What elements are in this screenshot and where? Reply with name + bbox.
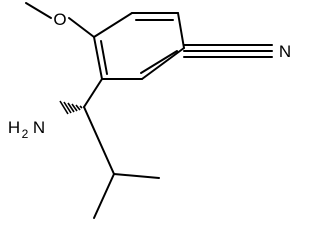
oxygen-atom-label: O <box>53 10 66 29</box>
benzene-ring <box>93 12 185 80</box>
isopropyl-methyl-bond-right <box>113 173 160 179</box>
ring-bond-4 <box>141 47 185 80</box>
nitrile-group: N <box>183 42 291 61</box>
ring-to-oxygen-bond <box>68 17 95 38</box>
nitrile-nitrogen-label: N <box>279 42 291 61</box>
ring-bond-1 <box>93 12 133 38</box>
chiral-to-isopropyl-bond <box>83 106 115 175</box>
oxygen-to-methyl-bond <box>25 2 52 19</box>
ring-bond-6 <box>93 36 103 80</box>
ring-bond-3 <box>177 12 185 49</box>
amine-nitrogen-label: N <box>33 118 45 137</box>
methoxy-group: O <box>25 2 95 38</box>
amine-h-label: H <box>8 118 20 137</box>
ring-double-bond-3 <box>100 40 108 75</box>
isopropyl-methyl-bond-down <box>93 173 115 219</box>
molecule-structure: O N H 2 N <box>8 2 291 219</box>
amine-branch: H 2 N <box>8 78 160 219</box>
ring-double-bond-2 <box>140 50 178 74</box>
hashed-wedge-bond <box>59 100 83 115</box>
amine-subscript-label: 2 <box>22 127 29 141</box>
ring-to-chiral-carbon-bond <box>83 78 103 108</box>
